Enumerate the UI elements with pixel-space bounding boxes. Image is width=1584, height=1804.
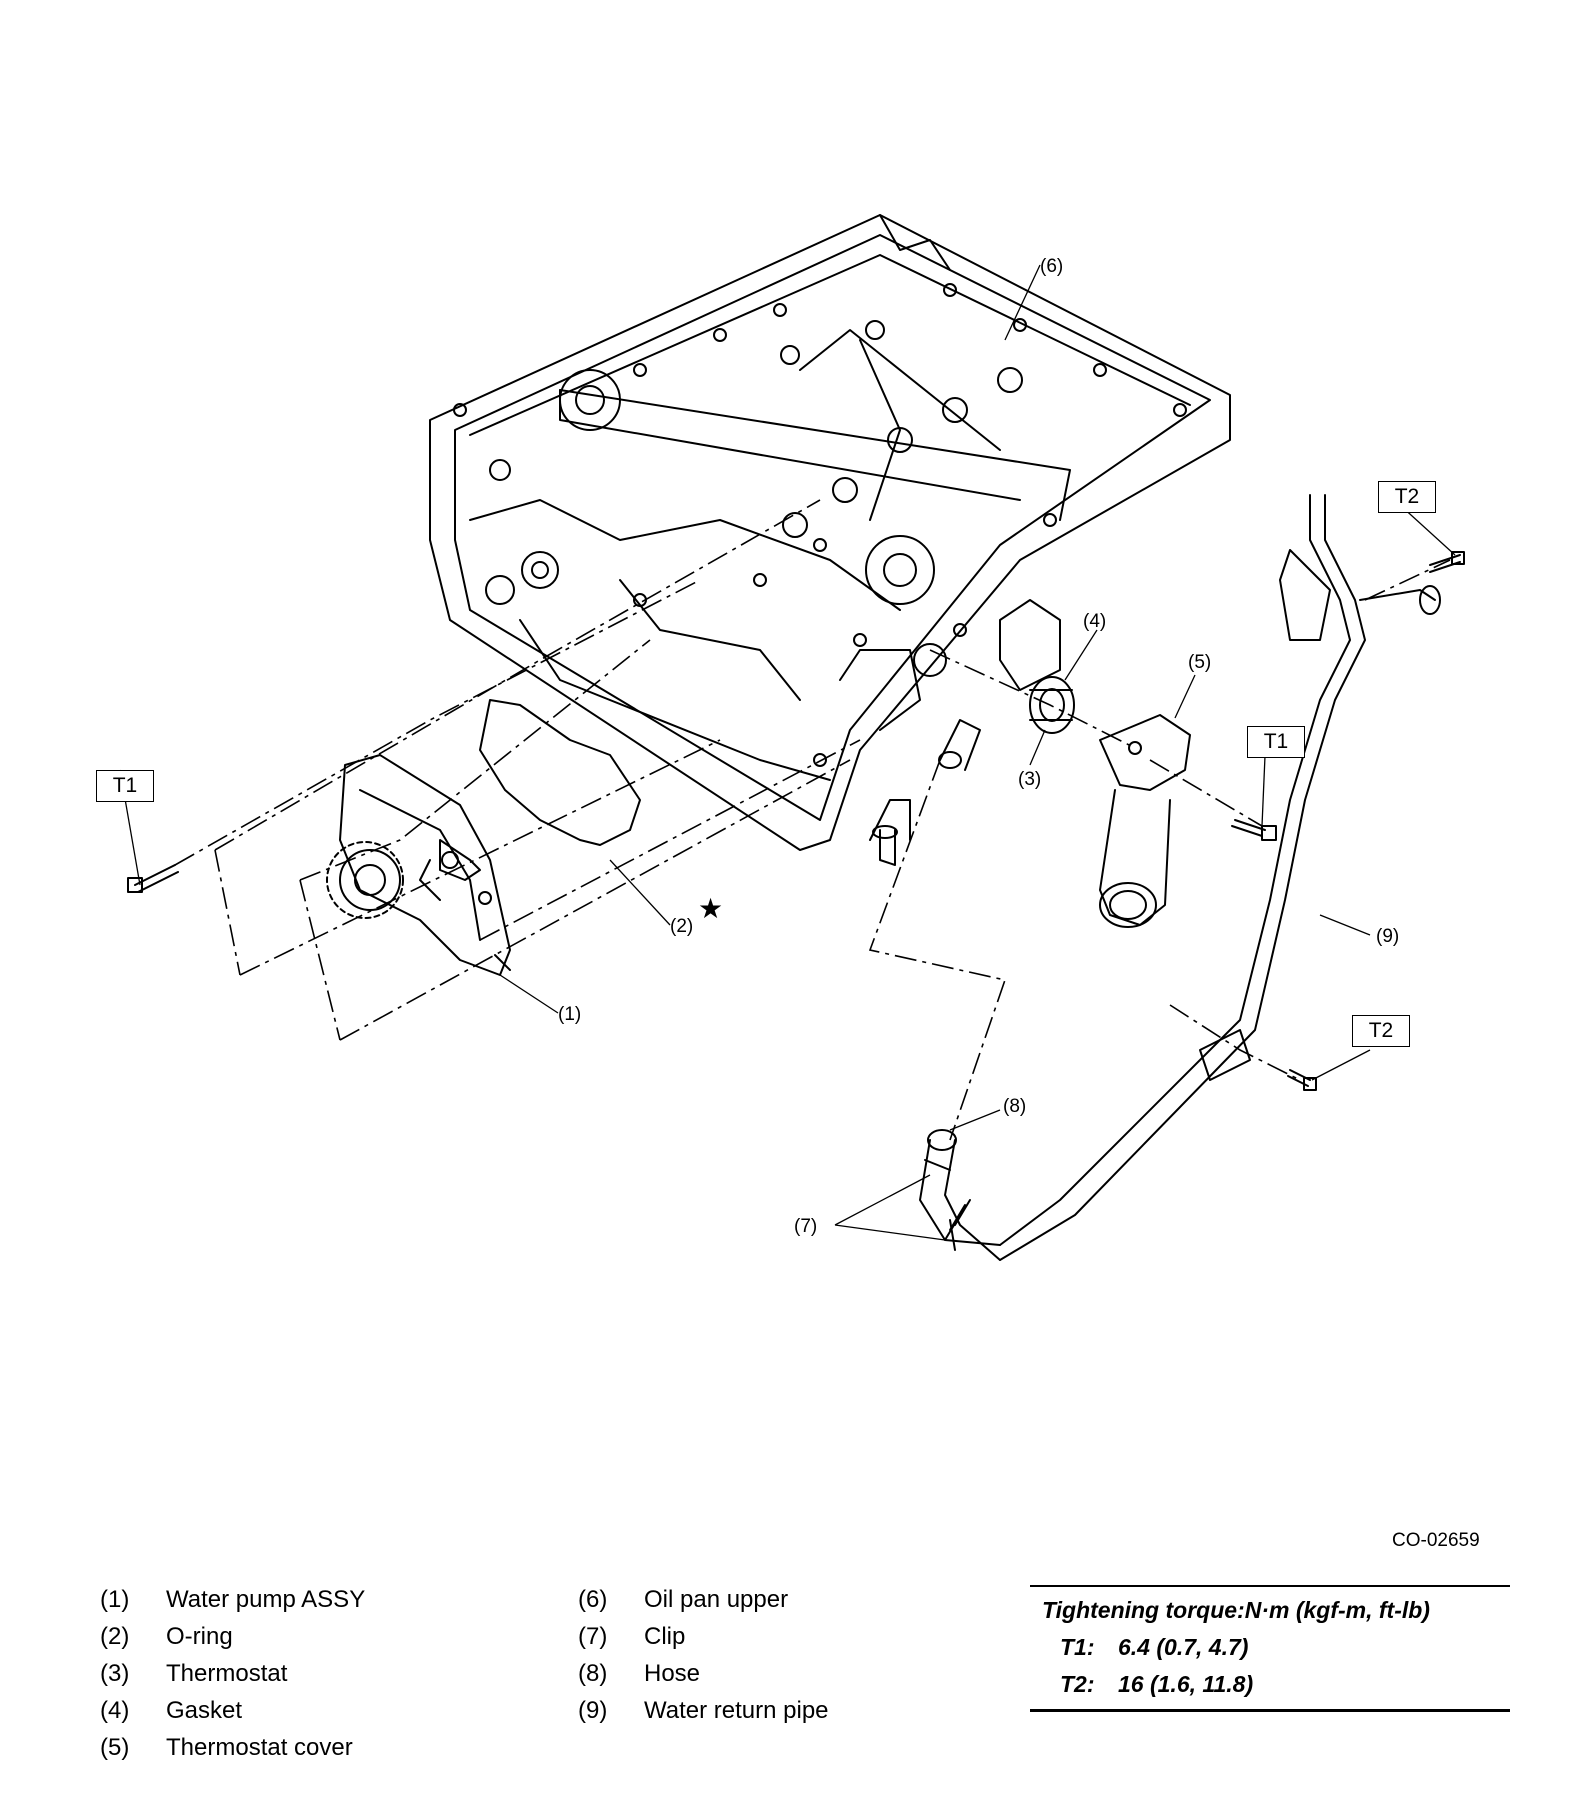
bolt-t1-left bbox=[127, 864, 179, 893]
torque-key: T1: bbox=[1060, 1634, 1095, 1660]
water-return-pipe bbox=[999, 494, 1441, 1261]
callout-6: (6) bbox=[1040, 256, 1063, 277]
star-mark: ★ bbox=[698, 893, 723, 924]
legend-item: (6) Oil pan upper bbox=[578, 1586, 829, 1623]
torque-title: Tightening torque:N·m (kgf-m, ft-lb) bbox=[1042, 1597, 1430, 1623]
legend-label: Oil pan upper bbox=[644, 1586, 789, 1613]
legend-num: (8) bbox=[578, 1660, 608, 1687]
legend-item: (2) O-ring bbox=[100, 1623, 365, 1660]
legend-label: Thermostat bbox=[166, 1660, 288, 1687]
torque-key: T2: bbox=[1060, 1671, 1095, 1697]
legend-middle: (6) Oil pan upper (7) Clip (8) Hose (9) Wate… bbox=[578, 1586, 829, 1734]
callout-4: (4) bbox=[1083, 611, 1106, 632]
legend-num: (2) bbox=[100, 1623, 130, 1650]
torque-tag-t1-right: T1 bbox=[1247, 726, 1305, 758]
torque-row: T1: 6.4 (0.7, 4.7) bbox=[1030, 1629, 1510, 1666]
water-pump-assy bbox=[326, 754, 511, 976]
legend-item: (8) Hose bbox=[578, 1660, 829, 1697]
legend-item: (1) Water pump ASSY bbox=[100, 1586, 365, 1623]
thermostat-cover bbox=[1099, 714, 1191, 928]
bolt-t2-bottom bbox=[1287, 1069, 1317, 1091]
figure-id: CO-02659 bbox=[1392, 1530, 1480, 1551]
legend-item: (5) Thermostat cover bbox=[100, 1734, 365, 1771]
callout-8: (8) bbox=[1003, 1096, 1026, 1117]
callout-3: (3) bbox=[1018, 769, 1041, 790]
callout-2: (2) bbox=[670, 916, 693, 937]
thermostat bbox=[1029, 676, 1075, 734]
callout-9: (9) bbox=[1376, 926, 1399, 947]
legend-num: (3) bbox=[100, 1660, 130, 1687]
bolt-t2-top bbox=[1429, 551, 1465, 573]
legend-num: (7) bbox=[578, 1623, 608, 1650]
legend-label: Water return pipe bbox=[644, 1697, 829, 1724]
callout-1: (1) bbox=[558, 1004, 581, 1025]
torque-tag-t1-left: T1 bbox=[96, 770, 154, 802]
legend-num: (9) bbox=[578, 1697, 608, 1724]
callout-7: (7) bbox=[794, 1216, 817, 1237]
torque-table: Tightening torque:N·m (kgf-m, ft-lb) T1:… bbox=[1030, 1585, 1510, 1712]
legend-num: (6) bbox=[578, 1586, 608, 1613]
legend-item: (4) Gasket bbox=[100, 1697, 365, 1734]
legend-label: Clip bbox=[644, 1623, 686, 1650]
legend-label: O-ring bbox=[166, 1623, 233, 1650]
torque-tag-t2-bottom: T2 bbox=[1352, 1015, 1410, 1047]
hose bbox=[919, 1129, 1001, 1261]
legend-item: (9) Water return pipe bbox=[578, 1697, 829, 1734]
legend-item: (3) Thermostat bbox=[100, 1660, 365, 1697]
oil-pan-upper bbox=[429, 214, 1231, 866]
legend-num: (5) bbox=[100, 1734, 130, 1761]
o-ring bbox=[479, 699, 641, 846]
bolt-t1-right bbox=[1231, 819, 1277, 841]
torque-value: 6.4 (0.7, 4.7) bbox=[1118, 1634, 1249, 1660]
legend-label: Thermostat cover bbox=[166, 1734, 353, 1761]
torque-tag-t2-top: T2 bbox=[1378, 481, 1436, 513]
legend-label: Gasket bbox=[166, 1697, 243, 1724]
callout-5: (5) bbox=[1188, 652, 1211, 673]
legend-label: Hose bbox=[644, 1660, 701, 1687]
legend-item: (7) Clip bbox=[578, 1623, 829, 1660]
legend-label: Water pump ASSY bbox=[166, 1586, 366, 1613]
torque-value: 16 (1.6, 11.8) bbox=[1118, 1671, 1254, 1697]
legend-num: (4) bbox=[100, 1697, 130, 1724]
exploded-diagram: (6) (4) (5) (3) (9) (2) ★ (1) (8) (7) bbox=[119, 214, 1465, 1261]
legend-num: (1) bbox=[100, 1586, 130, 1613]
torque-row: T2: 16 (1.6, 11.8) bbox=[1030, 1666, 1510, 1703]
legend-left: (1) Water pump ASSY (2) O-ring (3) Thermost… bbox=[100, 1586, 365, 1771]
